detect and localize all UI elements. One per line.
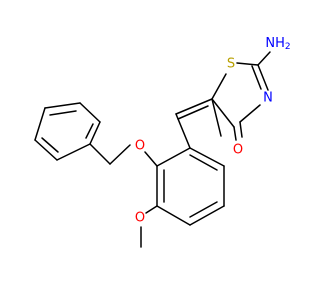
bond-c4-o: [233, 126, 237, 141]
bond-ar3-ar4: [156, 205, 191, 226]
methoxy-oxygen-label: O: [135, 211, 145, 226]
bond-ar2-o: [144, 151, 158, 167]
bond-ar6-ar1: [189, 147, 225, 167]
canvas-background: [0, 0, 300, 300]
bond-ph4-ph5-inner: [49, 110, 77, 116]
bond-ch2-ph: [89, 143, 111, 165]
atom-label-layer: S N NH2 O O O: [135, 36, 291, 226]
bond-c4-o-double: [239, 121, 243, 138]
bond-c2-n3: [257, 64, 269, 91]
bond-c4-c5: [211, 98, 235, 128]
bond-c5-ch-double: [177, 105, 209, 120]
bond-c5-ch: [175, 98, 213, 115]
bond-s-c2: [236, 62, 259, 66]
bond-ar4-ar5-inner: [189, 201, 218, 218]
bond-ph3-ph4: [34, 107, 46, 141]
molecule-structure: S N NH2 O O O: [0, 0, 300, 300]
bond-c5-s: [211, 73, 227, 100]
bond-ph2-ph3-inner: [41, 137, 59, 153]
bond-n3-c4: [239, 104, 261, 123]
bond-ph5-ph6: [79, 102, 101, 123]
bond-ph6-ph1-inner: [85, 123, 94, 139]
bond-ar6-ar1-inner: [189, 154, 218, 171]
amino-group-label: NH2: [265, 36, 290, 53]
bond-layer: [34, 51, 271, 248]
bond-ph1-ph2: [56, 143, 91, 161]
bond-ph6-ph1: [89, 121, 101, 145]
bond-ar4-ar5: [189, 205, 225, 226]
bond-ar3-o: [145, 205, 158, 214]
carbonyl-oxygen-label: O: [233, 143, 243, 158]
nitrogen-atom-label: N: [263, 91, 273, 106]
bond-ch-aryl: [175, 113, 191, 149]
bond-c2-nh2: [257, 51, 271, 66]
bond-o-ch2: [109, 144, 131, 165]
bond-c5-c4: [211, 98, 222, 137]
sulfur-atom-label: S: [227, 57, 235, 72]
bond-ar1-ar2: [156, 147, 191, 167]
bond-ph2-ph3: [34, 139, 58, 161]
bond-ph4-ph5: [44, 102, 81, 109]
bond-c2-n3-double: [251, 65, 262, 90]
ether-oxygen-label: O: [135, 139, 145, 154]
